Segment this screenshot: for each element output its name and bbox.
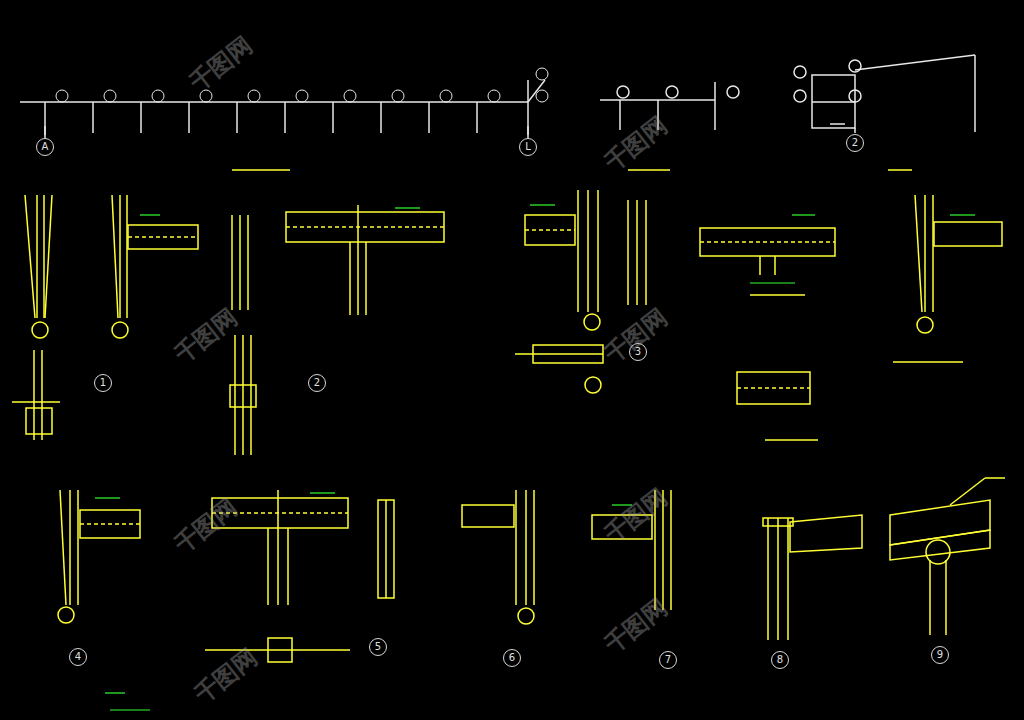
callout-circle: 2	[846, 134, 864, 152]
watermark: 千图网	[168, 301, 244, 371]
callout-number: A	[42, 142, 49, 152]
callout-number: 2	[314, 378, 320, 388]
watermark: 千图网	[598, 109, 674, 179]
callout-number: 6	[509, 653, 515, 663]
callout-circle: A	[36, 138, 54, 156]
callout-circle: 7	[659, 651, 677, 669]
callout-circle: 5	[369, 638, 387, 656]
callout-circle: 4	[69, 648, 87, 666]
callout-circle: 8	[771, 651, 789, 669]
callout-number: 5	[375, 642, 381, 652]
callout-number: L	[525, 142, 531, 152]
callout-circle: 6	[503, 649, 521, 667]
callout-number: 4	[75, 652, 81, 662]
callout-circle: 2	[308, 374, 326, 392]
callout-circle: 9	[931, 646, 949, 664]
callout-number: 1	[100, 378, 106, 388]
callout-number: 8	[777, 655, 783, 665]
watermark: 千图网	[188, 641, 264, 711]
callout-circle: 1	[94, 374, 112, 392]
watermark: 千图网	[183, 29, 259, 99]
watermark: 千图网	[168, 491, 244, 561]
callout-number: 2	[852, 138, 858, 148]
callout-number: 7	[665, 655, 671, 665]
watermark: 千图网	[598, 591, 674, 661]
callout-number: 9	[937, 650, 943, 660]
callout-circle: L	[519, 138, 537, 156]
